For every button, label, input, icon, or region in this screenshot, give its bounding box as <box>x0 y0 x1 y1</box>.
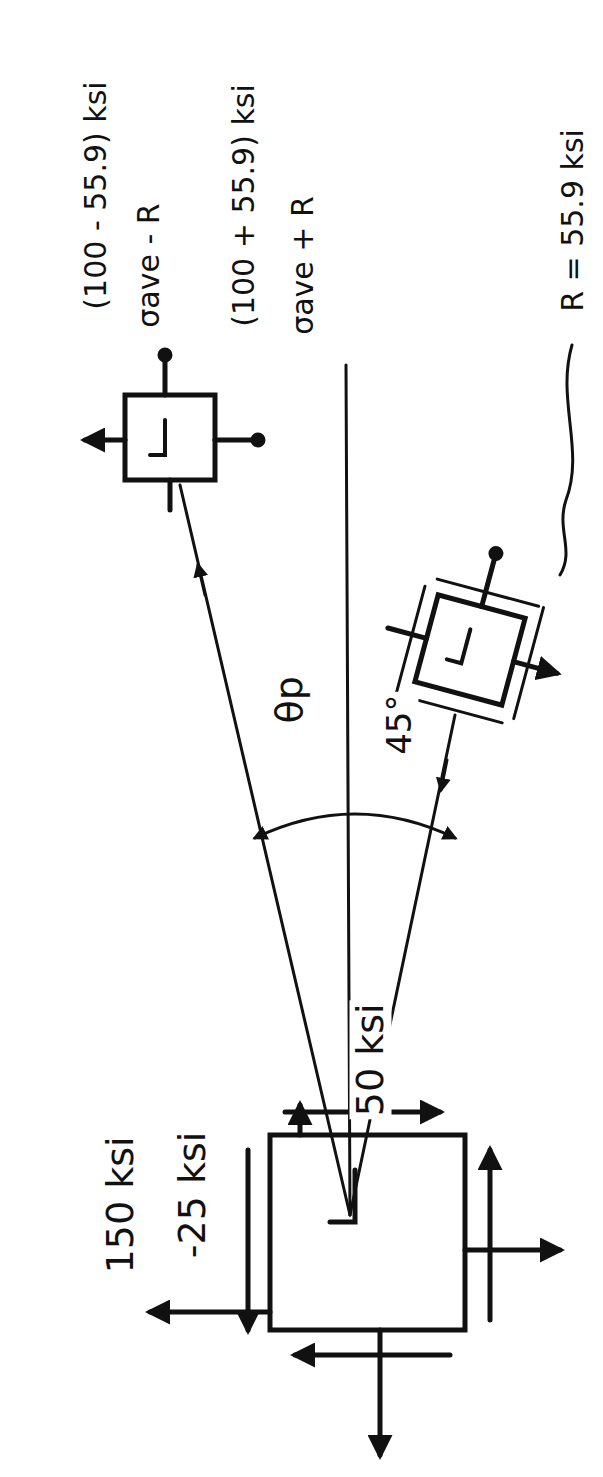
stress-arrow <box>168 480 173 510</box>
stress-value: (100 + 55.9) ksi <box>227 81 260 330</box>
arrow-dot <box>160 350 170 360</box>
ray-arrow <box>441 760 447 790</box>
angle-label: θp <box>269 673 311 726</box>
ray-arrow <box>198 565 205 595</box>
stress-arrow <box>465 1248 560 1253</box>
corner-mark <box>150 420 165 455</box>
stress-arrow <box>378 1330 383 1455</box>
stress-value: 50 ksi <box>349 1001 391 1120</box>
stress-value: (100 - 55.9) ksi <box>79 78 112 312</box>
stress-arrow <box>150 1310 270 1315</box>
leader-line <box>560 345 573 575</box>
stress-formula: σave - R <box>131 200 164 330</box>
radius-label: R = 55.9 ksi <box>555 126 588 315</box>
shear-arrow <box>488 1150 493 1320</box>
principal-element <box>125 395 215 480</box>
stress-value: 150 ksi <box>99 1134 141 1277</box>
rotation-ray <box>350 715 455 1215</box>
stress-arrow <box>163 360 168 395</box>
stress-value: -25 ksi <box>172 1129 214 1262</box>
angle-label: 45° <box>381 692 418 758</box>
stress-arrow <box>85 438 125 443</box>
angle-arc <box>255 814 455 838</box>
shear-arrow <box>246 1150 251 1330</box>
shear-arrow <box>295 1353 450 1358</box>
rotation-ray <box>180 485 350 1215</box>
stress-formula: σave + R <box>285 193 318 338</box>
arrow-dot <box>253 435 263 445</box>
stress-element <box>270 1135 465 1330</box>
stress-arrow <box>215 438 255 443</box>
